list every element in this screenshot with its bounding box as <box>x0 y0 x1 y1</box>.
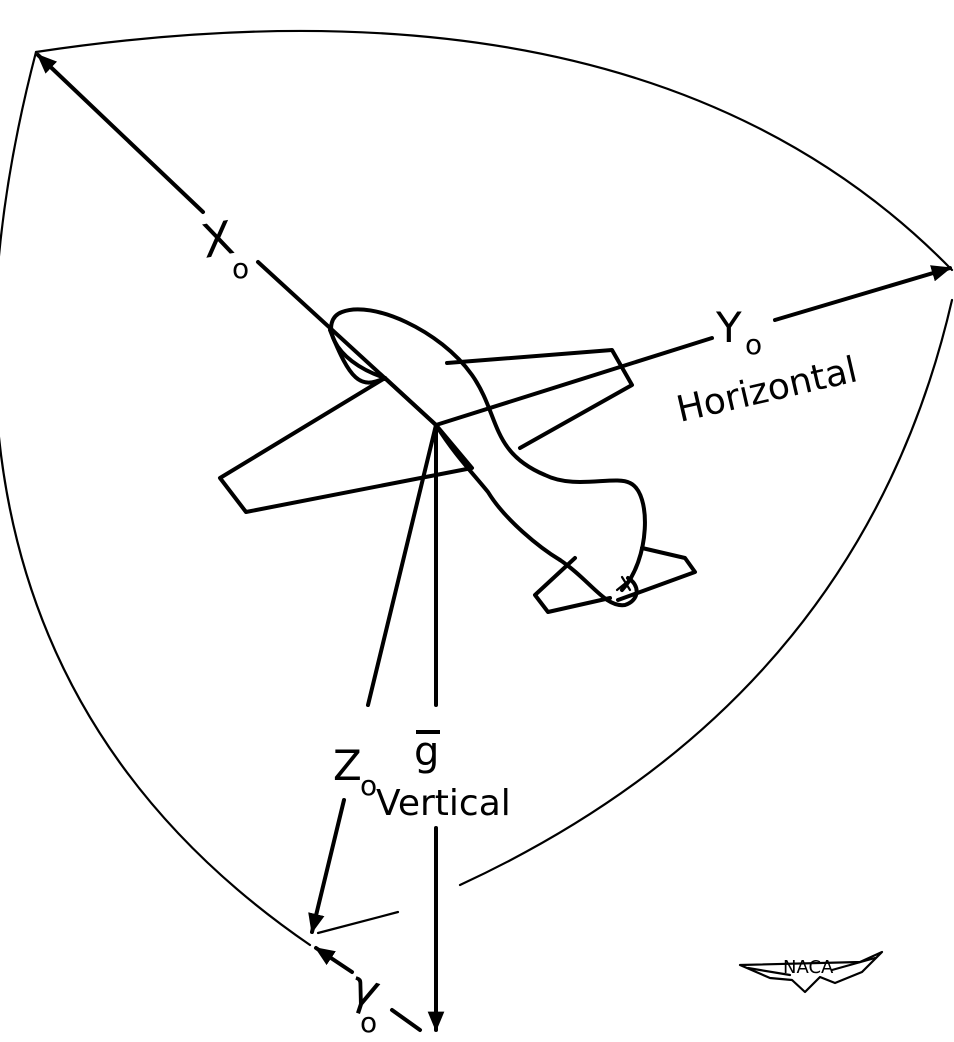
gamma-arrow-left <box>314 946 354 974</box>
airplane-outline <box>218 307 697 614</box>
right-stabilizer <box>616 546 697 602</box>
gamma-arc-line <box>316 910 400 935</box>
gamma-arrow-right <box>390 1008 422 1032</box>
y-axis-arrow <box>773 265 952 322</box>
y-axis-subscript: o <box>745 328 762 361</box>
vertical-caption: Vertical <box>376 783 511 824</box>
gravity-label: g <box>414 729 439 775</box>
fuselage-lower <box>434 423 562 562</box>
fuselage-upper <box>329 307 647 592</box>
z-axis-label: Z <box>333 741 362 790</box>
y-axis-line-left <box>434 336 714 427</box>
axes <box>36 53 952 1032</box>
y-axis-label: Y <box>715 303 742 352</box>
naca-logo-text: NACA <box>783 957 834 978</box>
nose <box>328 328 387 385</box>
z-axis-subscript: o <box>360 769 377 802</box>
naca-logo: NACA <box>738 950 884 994</box>
tail-mark <box>615 575 634 592</box>
x-axis-arrow <box>36 53 205 214</box>
z-axis-arrow <box>308 798 346 934</box>
left-stabilizer <box>533 556 612 614</box>
tail-cone <box>558 558 639 608</box>
x-axis-line-lower <box>256 260 438 427</box>
horizontal-caption: Horizontal <box>673 349 861 430</box>
right-wing <box>445 348 634 450</box>
x-axis-subscript: o <box>232 252 249 285</box>
sphere-boundary <box>0 29 954 947</box>
gamma-subscript: o <box>360 1006 377 1039</box>
z-axis-line-upper <box>366 423 438 707</box>
